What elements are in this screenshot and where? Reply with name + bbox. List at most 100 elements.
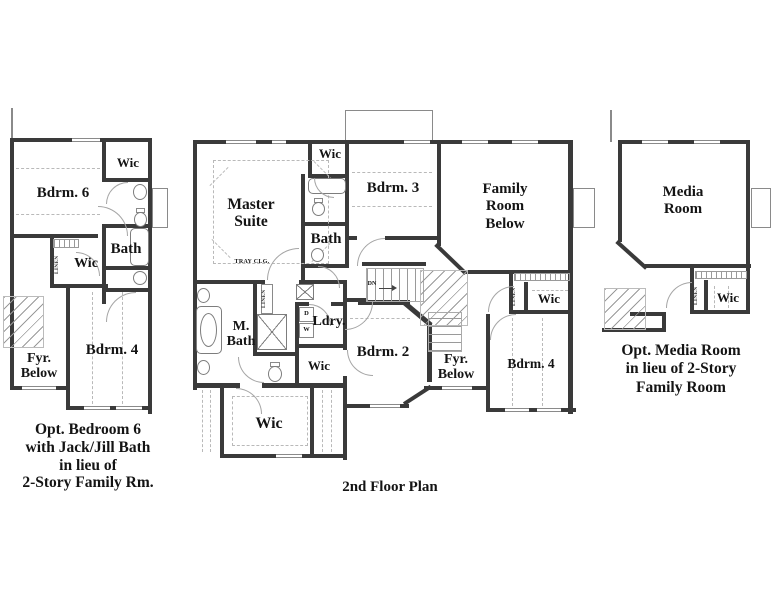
room-label-wic-small: Wic	[297, 358, 341, 373]
wall	[262, 383, 345, 388]
room-label-bdrm4: Bdrm. 4	[80, 342, 144, 359]
sink-icon	[311, 248, 324, 262]
dashed-line	[92, 292, 93, 404]
decoration: Bdrm. 4	[507, 356, 555, 371]
thin-outline	[573, 188, 595, 228]
decoration: Below	[485, 215, 525, 232]
window	[694, 140, 720, 144]
thin-outline	[610, 110, 612, 142]
window	[512, 140, 538, 144]
wall	[193, 140, 345, 144]
room-label-media-room: Media Room	[648, 184, 718, 219]
wall	[358, 300, 410, 305]
dashed-line	[512, 318, 513, 406]
sink-icon	[197, 288, 210, 303]
window	[22, 386, 56, 390]
window	[72, 138, 100, 142]
decoration: Bath	[310, 231, 342, 247]
dryer-label: D	[299, 310, 314, 317]
room-label-fyr-below: Fyr. Below	[12, 351, 66, 382]
wall	[102, 266, 152, 270]
window	[462, 140, 488, 144]
decoration: Media	[662, 184, 704, 200]
room-label-bath: Bath	[304, 231, 348, 248]
decoration: Bdrm. 4	[85, 342, 139, 358]
sink-icon	[197, 360, 210, 375]
wall	[349, 236, 357, 240]
dn-arrow-icon	[392, 285, 397, 291]
toilet-icon	[312, 202, 325, 216]
wall	[690, 310, 750, 314]
decoration: Bath	[226, 334, 256, 350]
wall	[704, 280, 708, 310]
shower-icon	[257, 314, 287, 350]
decoration: TRAY CLG.	[234, 259, 270, 265]
dashed-outline	[232, 396, 308, 446]
wall	[437, 140, 572, 144]
dashed-line	[542, 318, 543, 406]
window	[370, 404, 400, 408]
closet-icon	[296, 284, 314, 300]
room-label-ldry: Ldry.	[311, 314, 347, 329]
decoration: 2-Story Family Rm.	[22, 474, 154, 492]
decoration: DN	[367, 281, 377, 287]
wall	[66, 288, 70, 410]
dashed-line	[331, 390, 332, 452]
wall	[102, 288, 152, 292]
decoration: Bath	[110, 241, 142, 257]
decoration: Fyr.	[444, 352, 468, 367]
room-label-wic: Wic	[312, 146, 348, 161]
room-label-wic-right: Wic	[528, 291, 570, 306]
decoration: Bdrm. 3	[366, 180, 420, 196]
decoration: Bdrm. 6	[36, 185, 90, 201]
decoration: Wic	[74, 256, 98, 271]
decoration: in lieu of	[59, 456, 117, 474]
dashed-line	[122, 292, 123, 404]
room-label-bath: Bath	[103, 241, 149, 258]
door-swing-icon	[666, 282, 692, 308]
wall	[220, 388, 224, 458]
decoration: 2nd Floor Plan	[342, 479, 438, 495]
wall	[195, 383, 240, 388]
window	[276, 454, 302, 458]
decoration: Opt. Bedroom 6	[34, 421, 142, 438]
decoration: D	[304, 310, 309, 317]
dashed-line	[532, 290, 568, 291]
window	[505, 408, 529, 412]
right-plan-caption: Opt. Media Room in lieu of 2-Story Famil…	[600, 342, 762, 397]
wall	[343, 376, 347, 460]
room-label-wic: Wic	[104, 155, 152, 170]
wall	[568, 140, 573, 414]
decoration: Suite	[234, 213, 268, 231]
decoration: Below	[20, 366, 58, 382]
room-label-wic: Wic	[706, 290, 750, 305]
decoration: Opt. Media Room	[621, 342, 741, 359]
decoration: in lieu of 2-Story	[625, 360, 737, 378]
main-plan-caption: 2nd Floor Plan	[320, 479, 460, 496]
wall	[345, 140, 349, 268]
room-label-bdrm2: Bdrm. 2	[348, 344, 418, 361]
room-label-master-suite: Master Suite	[205, 196, 297, 230]
toilet-icon	[134, 212, 147, 227]
left-floor-plan: Wic Bdrm. 6 Bath LINEN Wic Fyr. Below Bd…	[0, 0, 190, 600]
room-label-bdrm3: Bdrm. 3	[360, 180, 426, 197]
wall	[102, 224, 152, 228]
sink-icon	[133, 271, 147, 285]
toilet-icon	[268, 366, 282, 382]
decoration: Wic	[716, 290, 740, 305]
decoration: Family	[482, 181, 528, 197]
window	[84, 406, 110, 410]
wall	[486, 408, 576, 412]
room-label-bdrm4: Bdrm. 4	[498, 356, 564, 372]
wall	[305, 222, 347, 226]
decoration: Wic	[318, 146, 342, 161]
dashed-line	[16, 214, 100, 215]
wall	[486, 314, 490, 412]
decoration: Room	[663, 201, 703, 218]
dashed-line	[210, 390, 211, 452]
window	[226, 140, 256, 144]
decoration: with Jack/Jill Bath	[25, 438, 151, 456]
wall	[301, 264, 349, 268]
dashed-line	[714, 286, 715, 308]
